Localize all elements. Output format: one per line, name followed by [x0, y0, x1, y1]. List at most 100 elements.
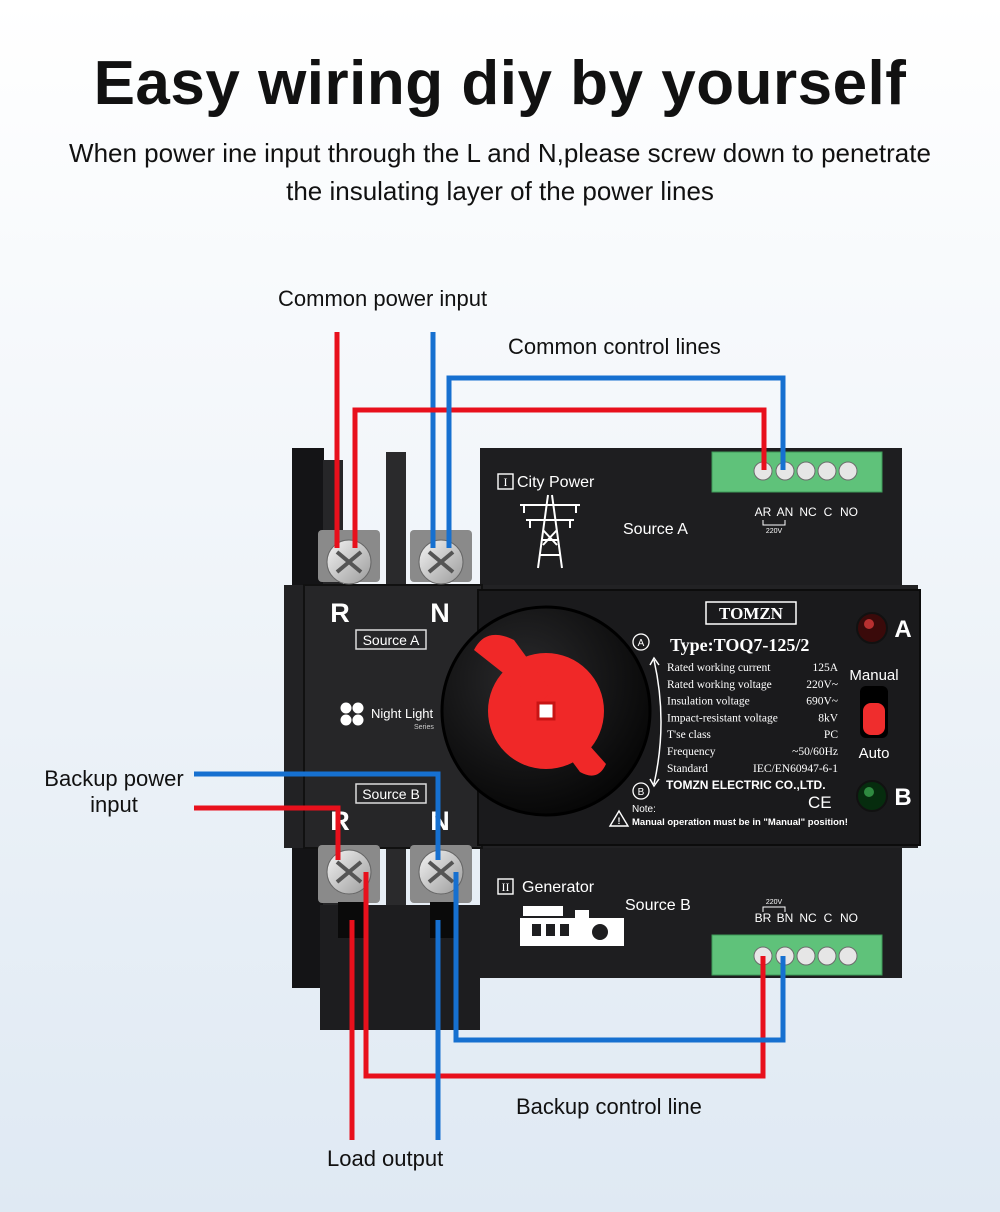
spec-label: Rated working current [667, 662, 771, 674]
label-top-an: AN [777, 505, 794, 519]
spec-value: ~50/60Hz [792, 746, 838, 758]
position-b-circle [632, 782, 650, 800]
screw-bottom-r [318, 845, 380, 903]
label-top-nc: NC [799, 505, 817, 519]
spec-label: T'se class [667, 729, 711, 741]
label-terminal-n-top: N [430, 598, 450, 628]
spec-value: PC [824, 729, 838, 741]
terminal-labels-bottom: 220V BR BN NC C NO [755, 899, 858, 925]
label-indicator-a: A [894, 616, 911, 643]
wire-backup-neutral [194, 771, 441, 860]
label-source-a: Source A [623, 521, 688, 538]
screw-top-r [318, 530, 380, 585]
callout-backup-power-input-line2: input [90, 792, 138, 817]
power-tower-icon [520, 494, 580, 569]
roman-one-frame [497, 473, 514, 490]
label-top-c: C [824, 505, 833, 519]
label-top-no: NO [840, 505, 858, 519]
label-city-power-num: I [504, 475, 508, 489]
roman-two-frame [497, 878, 514, 895]
warning-icon-mark: ! [618, 816, 621, 826]
bottom-screw-3 [796, 946, 816, 966]
label-auto: Auto [859, 745, 890, 762]
callout-backup-power-input-line1: Backup power [44, 766, 184, 791]
callout-common-control-lines: Common control lines [508, 334, 721, 359]
spec-label: Rated working voltage [667, 679, 772, 691]
rotation-arc [653, 659, 662, 785]
spec-value: 220V~ [806, 679, 838, 691]
label-type: Type:TOQ7-125/2 [670, 635, 809, 655]
label-generator-num: II [502, 880, 510, 894]
label-warning: Manual operation must be in "Manual" pos… [632, 817, 848, 828]
mode-slider-handle[interactable] [863, 703, 885, 735]
label-position-b: B [638, 787, 645, 798]
spec-value: IEC/EN60947-6-1 [753, 763, 838, 775]
tomzn-frame [705, 601, 797, 625]
callout-backup-power-input: Backup power input [34, 766, 194, 818]
screw-top-n [410, 530, 472, 585]
wire-backup-control-neutral [453, 872, 786, 1043]
wiring [194, 332, 786, 1140]
screw-bottom-n [410, 845, 472, 903]
label-bottom-bn: BN [777, 911, 794, 925]
top-screw-3 [796, 461, 816, 481]
load-hole-n [430, 902, 456, 938]
spec-value: 125A [812, 662, 838, 674]
callout-common-power-input: Common power input [278, 286, 488, 311]
label-source-b: Source B [625, 897, 691, 914]
rotation-arrow-down-icon [649, 778, 660, 788]
wire-backup-control-live [363, 872, 766, 1079]
label-bottom-no: NO [840, 911, 858, 925]
label-bottom-br: BR [755, 911, 772, 925]
label-bottom-nc: NC [799, 911, 817, 925]
label-top-voltage: 220V [766, 528, 783, 535]
position-a-circle [632, 633, 650, 651]
label-top-ar: AR [755, 505, 772, 519]
label-indicator-b: B [894, 784, 911, 811]
page-subtitle: When power ine input through the L and N… [69, 138, 931, 206]
label-position-a: A [638, 638, 645, 649]
label-tomzn: TOMZN [719, 604, 784, 623]
knob-handle-upper [474, 634, 552, 702]
top-screw-4 [817, 461, 837, 481]
label-manual: Manual [849, 667, 898, 684]
label-generator: Generator [522, 879, 595, 896]
rotary-knob [440, 605, 652, 817]
indicator-b-glint [864, 787, 874, 797]
spec-label: Frequency [667, 746, 716, 758]
terminal-screws [318, 530, 472, 938]
label-source-a-tag: Source A [363, 632, 420, 648]
night-light-logo-icon [340, 702, 364, 726]
spec-value: 8kV [818, 712, 839, 724]
wire-common-control-neutral [446, 375, 786, 548]
label-note: Note: [632, 804, 656, 815]
ce-mark: CE [808, 793, 832, 812]
spec-table: Rated working current 125A Rated working v… [667, 662, 839, 775]
label-brand-series: Series [414, 724, 434, 731]
terminal-strip-top [711, 451, 883, 493]
terminal-labels-top: AR AN NC C NO 220V [755, 505, 858, 535]
wire-backup-live [194, 805, 341, 860]
indicator-a-glint [864, 619, 874, 629]
spec-label: Impact-resistant voltage [667, 712, 778, 724]
label-bottom-voltage: 220V [766, 899, 783, 906]
label-brand-logo: Night Light [371, 706, 434, 721]
label-city-power: City Power [517, 474, 595, 491]
knob-handle-lower [540, 708, 606, 776]
bottom-screw-4 [817, 946, 837, 966]
label-terminal-r-top: R [330, 598, 350, 628]
bottom-screw-5 [838, 946, 858, 966]
label-source-b-tag: Source B [362, 786, 420, 802]
spec-label: Standard [667, 763, 708, 775]
spec-value: 690V~ [806, 696, 838, 708]
top-screw-5 [838, 461, 858, 481]
callout-backup-control-line: Backup control line [516, 1094, 702, 1119]
wire-common-control-live [352, 407, 767, 548]
label-bottom-c: C [824, 911, 833, 925]
source-b-tag-frame [355, 783, 427, 804]
generator-icon [520, 906, 624, 946]
rotation-arrow-up-icon [649, 656, 660, 666]
label-company: TOMZN ELECTRIC CO.,LTD. [666, 778, 826, 792]
callout-load-output: Load output [327, 1146, 444, 1171]
